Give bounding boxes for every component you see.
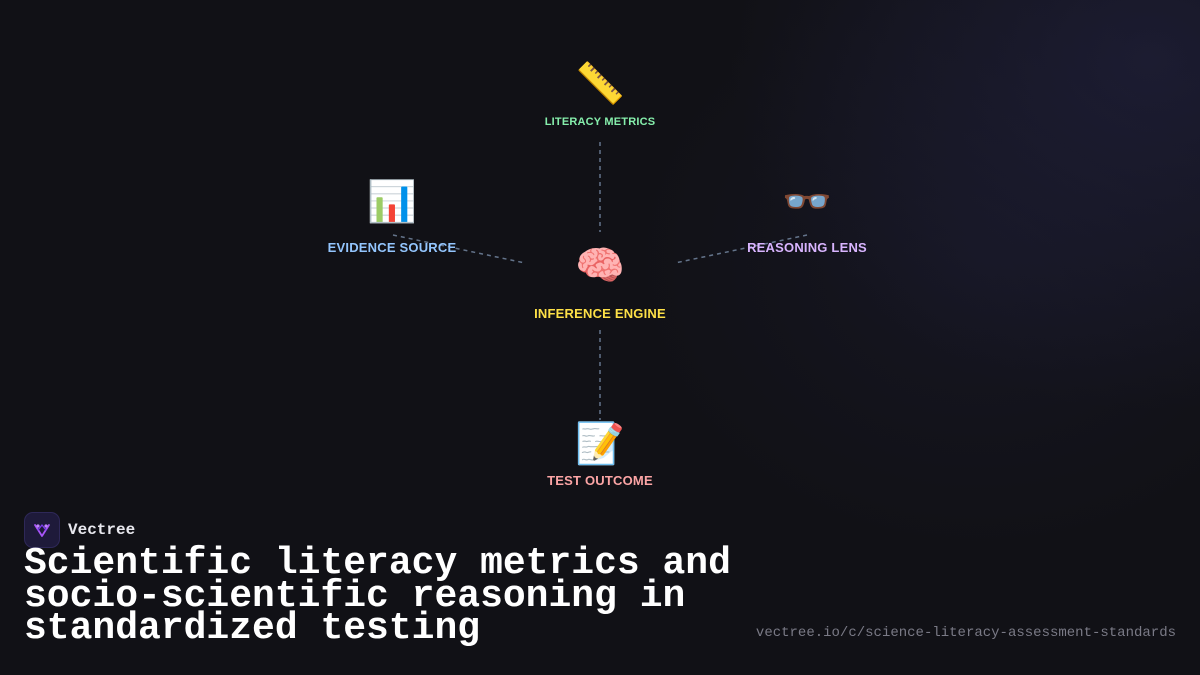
brand: Vectree (24, 512, 135, 548)
brain-icon: 🧠 (575, 243, 625, 289)
node-reasoning-lens: 👓 REASONING LENS (747, 180, 867, 255)
node-inference-engine: 🧠 INFERENCE ENGINE (534, 244, 666, 321)
node-literacy-metrics: 📏 LITERACY METRICS (545, 62, 656, 128)
edge-reasoning-lens-to-inference-engine (674, 234, 808, 264)
node-label-reasoning-lens: REASONING LENS (747, 240, 867, 255)
page-url: vectree.io/c/science-literacy-assessment… (755, 625, 1176, 641)
vectree-logo-icon (24, 512, 60, 548)
node-label-evidence-source: EVIDENCE SOURCE (327, 240, 457, 255)
node-label-inference-engine: INFERENCE ENGINE (534, 306, 666, 321)
memo-icon: 📝 (575, 421, 625, 467)
glasses-icon: 👓 (782, 179, 832, 225)
node-evidence-source: 📊 EVIDENCE SOURCE (328, 180, 457, 255)
node-label-literacy-metrics: LITERACY METRICS (544, 116, 656, 128)
edge-evidence-source-to-inference-engine (392, 234, 526, 264)
brand-name: Vectree (68, 521, 136, 539)
node-label-test-outcome: TEST OUTCOME (547, 473, 653, 488)
ruler-icon: 📏 (575, 61, 625, 107)
bar-chart-icon: 📊 (367, 179, 417, 225)
node-test-outcome: 📝 TEST OUTCOME (547, 422, 653, 488)
page-title: Scientific literacy metrics and socio-sc… (24, 542, 731, 650)
